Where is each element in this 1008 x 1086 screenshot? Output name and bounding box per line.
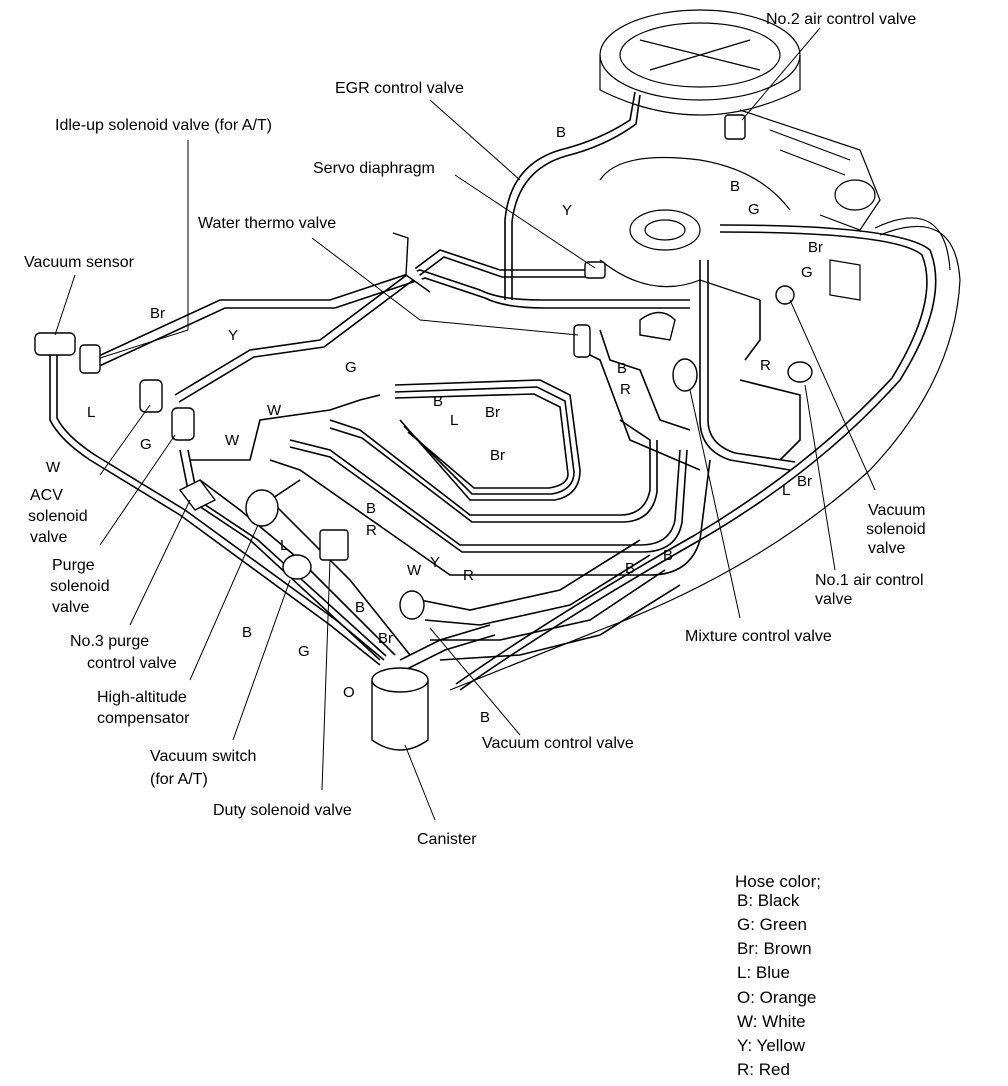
hose-color-legend: Hose color; B: Black G: Green Br: Brown …	[735, 872, 821, 1079]
hose-code: R	[620, 381, 631, 398]
hose-code: B	[355, 599, 365, 616]
label-vacuum-switch-2: (for A/T)	[150, 771, 208, 788]
components	[34, 114, 813, 751]
label-servo-diaphragm: Servo diaphragm	[313, 160, 435, 177]
hose-code: L	[87, 404, 95, 421]
hose-code: L	[782, 482, 790, 499]
label-vacuum-sensor: Vacuum sensor	[24, 254, 135, 271]
hose-code: G	[140, 436, 152, 453]
hose-code: B	[730, 178, 740, 195]
legend-item: O: Orange	[737, 988, 816, 1007]
hose-code: Br	[150, 305, 165, 322]
legend-item: Br: Brown	[737, 939, 812, 958]
label-purge-solenoid-valve-2: solenoid	[50, 578, 110, 595]
hose-code: Br	[797, 473, 812, 490]
hose-code: G	[298, 643, 310, 660]
egr-bracket	[392, 232, 431, 293]
hose-code: Y	[562, 202, 572, 219]
label-vacuum-switch-1: Vacuum switch	[150, 748, 256, 765]
hose-code: R	[366, 522, 377, 539]
label-no1-air-control-valve-2: valve	[815, 591, 852, 608]
label-high-altitude-compensator-2: compensator	[97, 710, 190, 727]
hose-code: B	[480, 709, 490, 726]
servo-diaphragm-body	[584, 261, 606, 279]
label-vacuum-solenoid-valve-1: Vacuum	[868, 502, 926, 519]
label-idle-up-solenoid-valve: Idle-up solenoid valve (for A/T)	[55, 117, 272, 134]
no2-air-control-valve-body	[724, 114, 746, 140]
water-thermo-valve-body	[573, 324, 591, 358]
label-no3-purge-control-valve-2: control valve	[87, 655, 177, 672]
label-egr-control-valve: EGR control valve	[335, 80, 464, 97]
egr-valve-body	[639, 311, 676, 341]
hose-code: G	[801, 264, 813, 281]
component-labels: No.2 air control valve EGR control valve…	[24, 11, 926, 848]
hose-code: W	[46, 459, 61, 476]
leader-lines	[54, 27, 876, 821]
hose-code: Br	[808, 239, 823, 256]
canister-top	[371, 667, 429, 693]
idle-up-solenoid-body	[79, 344, 101, 374]
label-no1-air-control-valve-1: No.1 air control	[815, 572, 924, 589]
purge-solenoid-body	[171, 407, 195, 441]
no1-air-control-valve-body	[787, 361, 813, 383]
label-acv-solenoid-valve-1: ACV	[30, 487, 63, 504]
hose-code: L	[450, 412, 458, 429]
hose-code: B	[663, 547, 673, 564]
hose-code: L	[280, 537, 288, 554]
hose-bundles	[49, 91, 937, 691]
acv-solenoid-body	[139, 379, 163, 413]
label-vacuum-control-valve: Vacuum control valve	[482, 735, 634, 752]
hose-code: B	[366, 500, 376, 517]
label-no3-purge-control-valve-1: No.3 purge	[70, 633, 149, 650]
hose-code: Y	[430, 554, 440, 571]
label-vacuum-solenoid-valve-3: valve	[868, 540, 905, 557]
hose-code: Br	[485, 404, 500, 421]
hose-code: W	[225, 432, 240, 449]
legend-item: G: Green	[737, 915, 807, 934]
label-duty-solenoid-valve: Duty solenoid valve	[213, 802, 352, 819]
hose-code: B	[625, 560, 635, 577]
label-vacuum-solenoid-valve-2: solenoid	[866, 521, 926, 538]
hose-code: B	[617, 360, 627, 377]
hose-code: O	[343, 684, 355, 701]
legend-item: W: White	[737, 1012, 806, 1031]
label-mixture-control-valve: Mixture control valve	[685, 628, 832, 645]
mixture-control-valve-body	[672, 358, 698, 392]
high-altitude-compensator-body	[245, 489, 279, 527]
hose-code: R	[760, 357, 771, 374]
vacuum-switch-body	[282, 554, 312, 580]
legend-item: R: Red	[737, 1060, 790, 1079]
hose-color-codes: B Y B G Br G Br Y G L G W W W B L Br Br …	[46, 124, 823, 726]
label-acv-solenoid-valve-2: solenoid	[28, 508, 88, 525]
label-water-thermo-valve: Water thermo valve	[198, 215, 336, 232]
vacuum-solenoid-valve-body	[775, 285, 795, 305]
hose-code: W	[267, 402, 282, 419]
engine-outline	[449, 9, 961, 691]
legend-item: L: Blue	[737, 963, 790, 982]
hose-code: Br	[378, 630, 393, 647]
label-no2-air-control-valve: No.2 air control valve	[766, 11, 916, 28]
hose-code: W	[407, 562, 422, 579]
duty-solenoid-valve-body	[319, 529, 349, 561]
vacuum-sensor-body	[34, 332, 76, 356]
no3-purge-control-valve-body	[178, 479, 217, 511]
hose-code: G	[345, 359, 357, 376]
hose-code: R	[463, 567, 474, 584]
vacuum-control-valve-body	[399, 590, 425, 620]
label-acv-solenoid-valve-3: valve	[30, 529, 67, 546]
hose-code: B	[242, 624, 252, 641]
legend-item: B: Black	[737, 891, 800, 910]
hose-code: G	[748, 201, 760, 218]
legend-title: Hose color;	[735, 872, 821, 891]
label-purge-solenoid-valve-1: Purge	[52, 557, 95, 574]
label-canister: Canister	[417, 831, 477, 848]
hose-code: B	[556, 124, 566, 141]
hose-code: Y	[228, 327, 238, 344]
hose-code: B	[433, 393, 443, 410]
label-high-altitude-compensator-1: High-altitude	[97, 689, 187, 706]
label-purge-solenoid-valve-3: valve	[52, 599, 89, 616]
hose-code: Br	[490, 447, 505, 464]
legend-item: Y: Yellow	[737, 1036, 806, 1055]
